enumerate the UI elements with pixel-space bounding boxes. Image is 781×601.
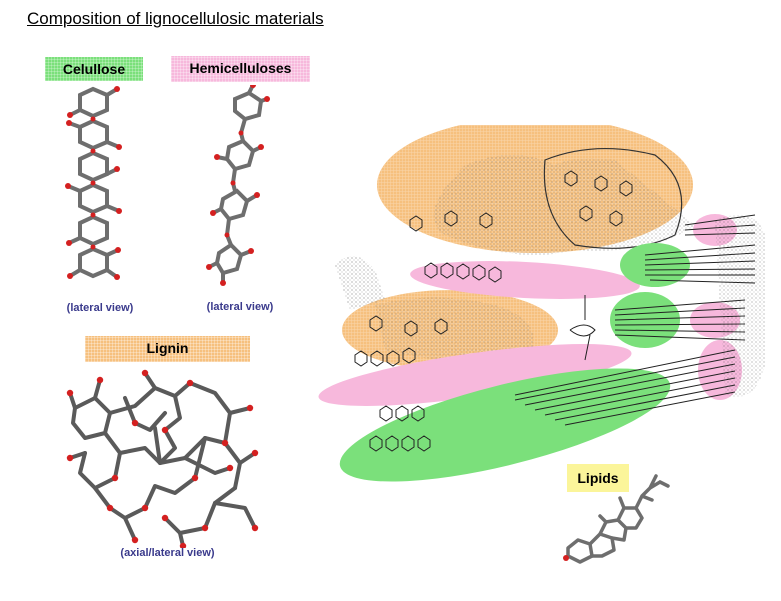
cellulose-molecule-icon [65,86,122,280]
cell-wall-structure-icon [318,125,765,482]
lipid-molecule-icon [563,474,670,564]
page-title: Composition of lignocellulosic materials [27,9,324,28]
hemicellulose-molecule-icon [206,85,270,286]
lignin-view-caption: (axial/lateral view) [120,547,215,559]
cellulose-view-caption: (lateral view) [66,302,134,314]
lignin-label: Lignin [85,336,250,362]
lignin-molecule-icon [66,369,259,548]
hemicelluloses-view-caption: (lateral view) [206,301,274,313]
lipids-label: Lipids [567,464,629,492]
hemicelluloses-label: Hemicelluloses [171,56,310,82]
cellulose-label: Celullose [45,57,143,81]
